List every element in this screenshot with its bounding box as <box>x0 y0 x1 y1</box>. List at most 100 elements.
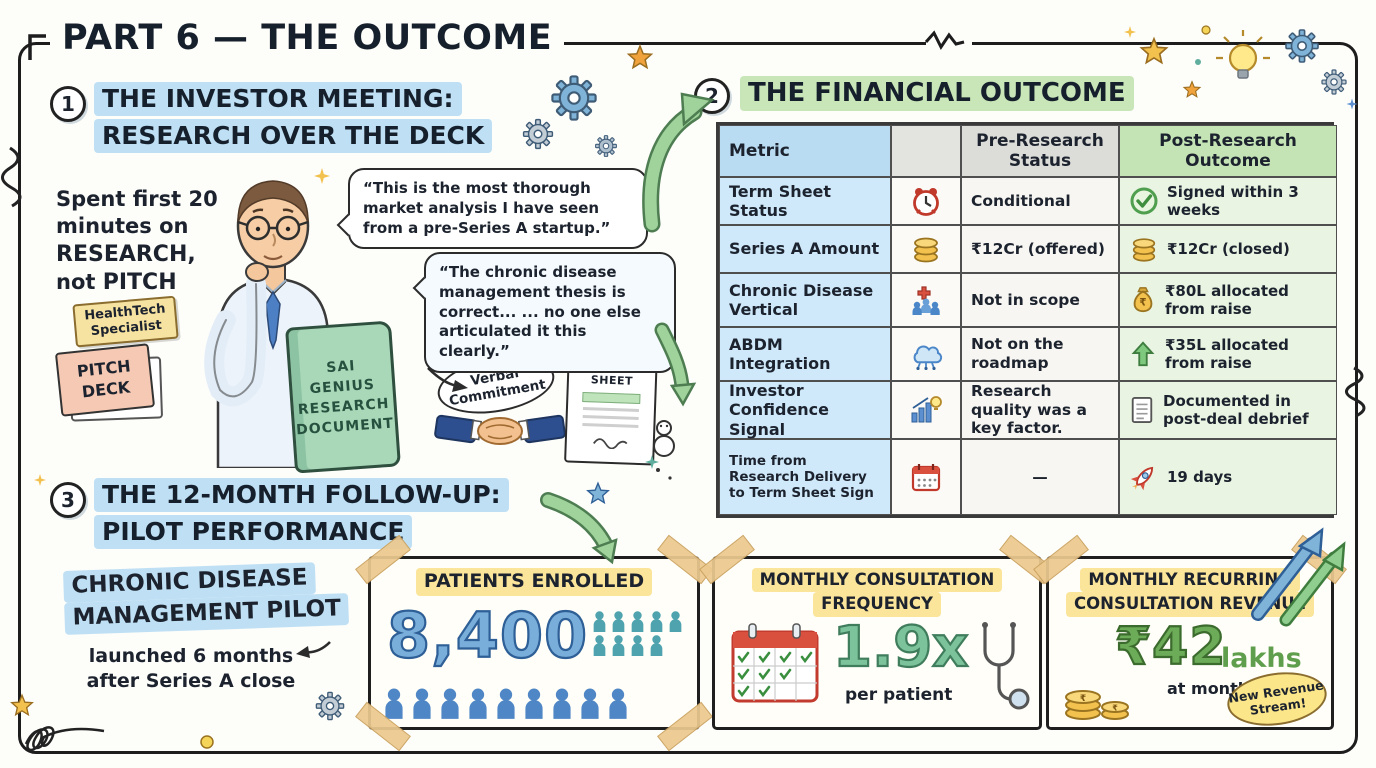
page-title: PART 6 — THE OUTCOME <box>50 18 565 58</box>
per-patient-label: per patient <box>845 685 953 705</box>
row-metric: Chronic Disease Vertical <box>719 273 891 327</box>
patients-enrolled-value: 8,400 <box>386 598 589 673</box>
book-line3: RESEARCH <box>297 395 390 419</box>
term-sheet-highlight <box>581 391 641 405</box>
money-bag-icon: ₹ <box>1133 287 1153 313</box>
alarm-clock-icon <box>891 177 961 225</box>
new-revenue-badge: New Revenue Stream! <box>1223 666 1331 732</box>
row-pre-status: Research quality was a key factor. <box>961 381 1119 439</box>
section-2-number: 2 <box>694 78 730 114</box>
section-1-number: 1 <box>50 86 86 122</box>
col-header-icon <box>891 125 961 177</box>
note-line1: Spent first 20 <box>56 187 218 211</box>
card-3-title-line1: MONTHLY RECURRING <box>1080 568 1300 593</box>
consultation-frequency-value: 1.9x <box>832 614 970 681</box>
investor-quote-1: “This is the most thorough market analys… <box>336 168 648 250</box>
post-text: Documented in post-deal debrief <box>1163 392 1309 428</box>
patients-icons-small <box>592 611 683 656</box>
row-metric: ABDM Integration <box>719 327 891 381</box>
document-icon <box>1131 397 1153 423</box>
row-pre-status: Not in scope <box>961 273 1119 327</box>
stethoscope-icon <box>982 622 1030 710</box>
cloud-network-icon <box>891 327 961 381</box>
row-post-outcome: ₹12Cr (closed) <box>1119 225 1337 273</box>
row-metric: Time from Research Delivery to Term Shee… <box>719 439 891 515</box>
svg-text:₹: ₹ <box>1112 704 1118 713</box>
term-sheet-line <box>582 423 639 428</box>
rocket-icon <box>1130 466 1154 491</box>
section-3-title: THE 12-MONTH FOLLOW-UP: PILOT PERFORMANC… <box>94 478 509 552</box>
row-post-outcome: ₹35L allocated from raise <box>1119 327 1337 381</box>
revenue-value: ₹42 <box>1114 616 1227 678</box>
card-3-title-line2: CONSULTATION REVENUE <box>1066 592 1314 617</box>
book-line1: SAI <box>325 358 356 377</box>
post-text: 19 days <box>1167 468 1233 486</box>
coins-icon <box>891 225 961 273</box>
row-metric: Series A Amount <box>719 225 891 273</box>
term-sheet-line <box>582 415 639 420</box>
sparkle-icon <box>1124 26 1136 38</box>
launch-line2: after Series A close <box>86 669 296 692</box>
growth-arrow-icon <box>1131 341 1155 367</box>
col-header-pre: Pre-Research Status <box>961 125 1119 177</box>
research-document-book: SAI GENIUS RESEARCH DOCUMENT <box>285 320 401 474</box>
row-metric: Term Sheet Status <box>719 177 891 225</box>
signature-squiggle <box>593 438 628 450</box>
col-header-metric: Metric <box>719 125 891 177</box>
patients-enrolled-card: PATIENTS ENROLLED 8,400 <box>355 534 713 752</box>
row-post-outcome: 19 days <box>1119 439 1337 515</box>
check-icon <box>1130 187 1158 215</box>
note-line4a: not <box>56 270 103 295</box>
card-1-title: PATIENTS ENROLLED <box>371 568 697 596</box>
book-line2: GENIUS <box>309 376 376 398</box>
term-sheet-line <box>582 407 639 412</box>
section-1-title-line1: THE INVESTOR MEETING: <box>94 82 462 116</box>
post-text: ₹35L allocated from raise <box>1165 336 1289 372</box>
card-2-title: MONTHLY CONSULTATION FREQUENCY <box>715 568 1039 617</box>
post-text: Signed within 3 weeks <box>1167 183 1299 219</box>
row-post-outcome: Signed within 3 weeks <box>1119 177 1337 225</box>
col-header-post: Post-Research Outcome <box>1119 125 1337 177</box>
section-2-title: THE FINANCIAL OUTCOME <box>740 76 1134 114</box>
revenue-unit: lakhs <box>1221 643 1302 674</box>
note-line3: RESEARCH, <box>56 241 196 267</box>
pilot-label: CHRONIC DISEASE MANAGEMENT PILOT <box>62 561 350 635</box>
row-pre-status: ₹12Cr (offered) <box>961 225 1119 273</box>
card-2-title-line2: FREQUENCY <box>813 592 941 617</box>
row-pre-status: Not on the roadmap <box>961 327 1119 381</box>
quote-2-text: “The chronic disease management thesis i… <box>439 263 641 361</box>
row-post-outcome: ₹ ₹80L allocated from raise <box>1119 273 1337 327</box>
dot-doodle <box>1201 25 1211 35</box>
post-text: ₹80L allocated from raise <box>1165 282 1289 318</box>
pilot-launch-note: launched 6 months after Series A close <box>78 644 304 693</box>
investor-quote-2: “The chronic disease management thesis i… <box>412 252 676 373</box>
pitch-line2: DECK <box>80 377 132 402</box>
term-sheet-document: TERM SHEET <box>564 350 658 466</box>
svg-text:₹: ₹ <box>1139 297 1146 309</box>
recurring-revenue-card: MONTHLY RECURRING CONSULTATION REVENUE ₹… <box>1033 534 1347 732</box>
section-2-title-text: THE FINANCIAL OUTCOME <box>740 76 1134 112</box>
note-line2: minutes on <box>56 214 189 239</box>
handshake-icon <box>434 414 566 445</box>
launch-line1: launched 6 months <box>88 645 294 667</box>
pitch-deck-card: PITCH DECK <box>54 343 156 417</box>
post-text: ₹12Cr (closed) <box>1167 240 1290 258</box>
section-3-number: 3 <box>50 482 86 518</box>
row-metric: Investor Confidence Signal <box>719 381 891 439</box>
note-line4b: PITCH <box>102 270 177 296</box>
section-3-title-line2: PILOT PERFORMANCE <box>94 515 413 549</box>
card-2-title-line1: MONTHLY CONSULTATION <box>751 568 1003 593</box>
patients-icons-large <box>383 688 629 719</box>
section-1-title: THE INVESTOR MEETING: RESEARCH OVER THE … <box>94 82 493 156</box>
chronic-care-icon <box>891 273 961 327</box>
card-1-title-text: PATIENTS ENROLLED <box>415 568 653 596</box>
book-line4: DOCUMENT <box>295 415 395 439</box>
row-pre-status: Conditional <box>961 177 1119 225</box>
insight-chart-icon <box>891 381 961 439</box>
quote-1-text: “This is the most thorough market analys… <box>363 179 611 237</box>
coin-stack-icon: ₹ ₹ <box>1065 690 1129 720</box>
meeting-note: Spent first 20 minutes on RESEARCH, not … <box>56 186 218 298</box>
section-3-title-line1: THE 12-MONTH FOLLOW-UP: <box>94 478 509 512</box>
consultation-frequency-card: MONTHLY CONSULTATION FREQUENCY 1.9x per … <box>699 534 1055 730</box>
